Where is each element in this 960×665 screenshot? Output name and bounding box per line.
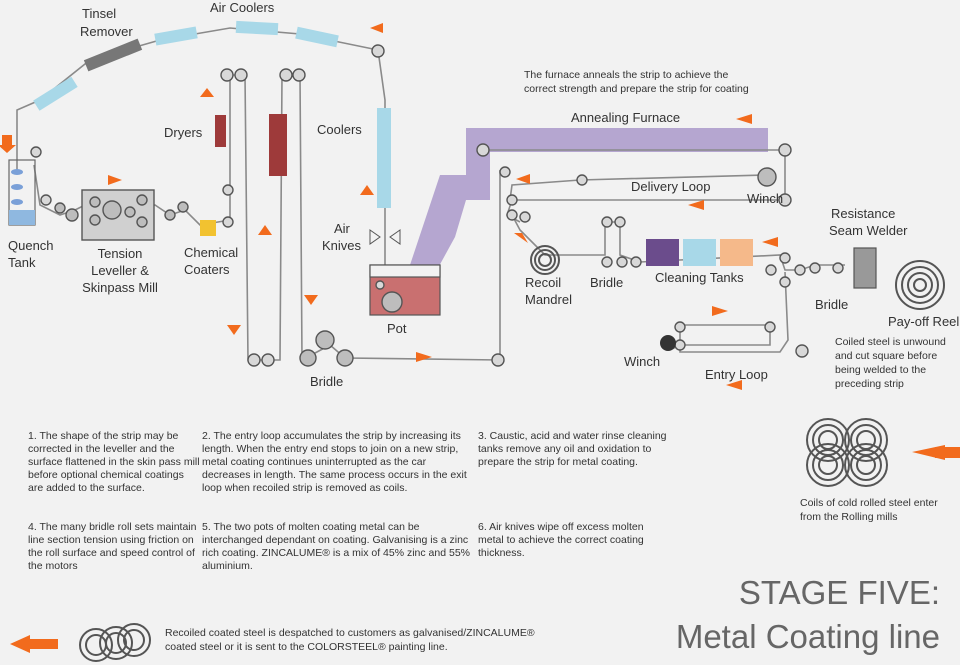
label-winch-upper: Winch xyxy=(747,191,783,206)
note-2: 2. The entry loop accumulates the strip … xyxy=(202,430,467,494)
label-winch-lower: Winch xyxy=(624,354,660,369)
arrow-icon xyxy=(416,352,432,362)
label-despatch-note: Recoiled coated steel is despatched to c… xyxy=(165,627,535,653)
tower-section xyxy=(215,68,391,367)
label-dryers: Dryers xyxy=(164,125,203,140)
label-payoff-reel: Pay-off Reel xyxy=(888,314,959,329)
stage-title-line1: STAGE FIVE: xyxy=(738,574,940,611)
air-knives xyxy=(369,229,401,245)
incoming-coils xyxy=(806,418,888,487)
note-4: 4. The many bridle roll sets maintain li… xyxy=(28,521,197,572)
label-cleaning-tanks: Cleaning Tanks xyxy=(655,270,744,285)
arrow-icon xyxy=(258,225,272,235)
entry-loop xyxy=(660,321,809,358)
arrow-icon xyxy=(108,175,122,185)
stage-title-line2: Metal Coating line xyxy=(675,618,940,655)
furnace-rolls xyxy=(476,143,792,223)
arrow-icon xyxy=(712,306,728,316)
arrow-icon xyxy=(516,174,530,184)
label-pot: Pot xyxy=(387,321,407,336)
arrow-icon xyxy=(227,325,241,335)
note-1: 1. The shape of the strip may be correct… xyxy=(28,430,200,494)
cleaning-tanks xyxy=(601,216,791,288)
arrow-icon xyxy=(0,135,16,153)
label-bridle-middle: Bridle xyxy=(590,275,623,290)
arrow-icon xyxy=(514,233,528,243)
flow-arrows xyxy=(0,23,960,653)
air-coolers xyxy=(33,20,385,111)
label-delivery-loop: Delivery Loop xyxy=(631,179,711,194)
label-air-coolers: Air Coolers xyxy=(210,0,275,15)
annealing-furnace-band xyxy=(395,128,768,310)
arrow-icon xyxy=(360,185,374,195)
label-furnace-note: The furnace anneals the strip to achieve… xyxy=(524,69,749,95)
note-3: 3. Caustic, acid and water rinse cleanin… xyxy=(478,430,667,468)
label-bridle-bottom: Bridle xyxy=(310,374,343,389)
chemical-coater xyxy=(200,220,216,236)
arrow-icon xyxy=(736,114,752,124)
arrow-icon xyxy=(200,88,214,97)
arrow-icon xyxy=(726,380,742,390)
welder-section xyxy=(794,247,945,310)
label-coolers: Coolers xyxy=(317,122,362,137)
note-5: 5. The two pots of molten coating metal … xyxy=(202,521,471,572)
label-bridle-right: Bridle xyxy=(815,297,848,312)
label-annealing-furnace: Annealing Furnace xyxy=(571,110,680,125)
despatch-coils xyxy=(79,623,151,662)
arrow-icon xyxy=(10,635,30,653)
arrow-icon xyxy=(370,23,383,33)
note-6: 6. Air knives wipe off excess molten met… xyxy=(478,521,644,559)
arrow-shaft xyxy=(935,447,960,458)
coating-pot xyxy=(369,264,441,316)
arrow-icon xyxy=(688,200,704,210)
arrow-icon xyxy=(762,237,778,247)
arrow-shaft xyxy=(28,639,58,649)
label-entry-loop: Entry Loop xyxy=(705,367,768,382)
arrow-icon xyxy=(304,295,318,305)
recoil-mandrel xyxy=(530,245,560,275)
quench-tank xyxy=(8,146,52,226)
tension-leveller xyxy=(54,189,189,241)
bridle-bottom xyxy=(299,330,505,367)
